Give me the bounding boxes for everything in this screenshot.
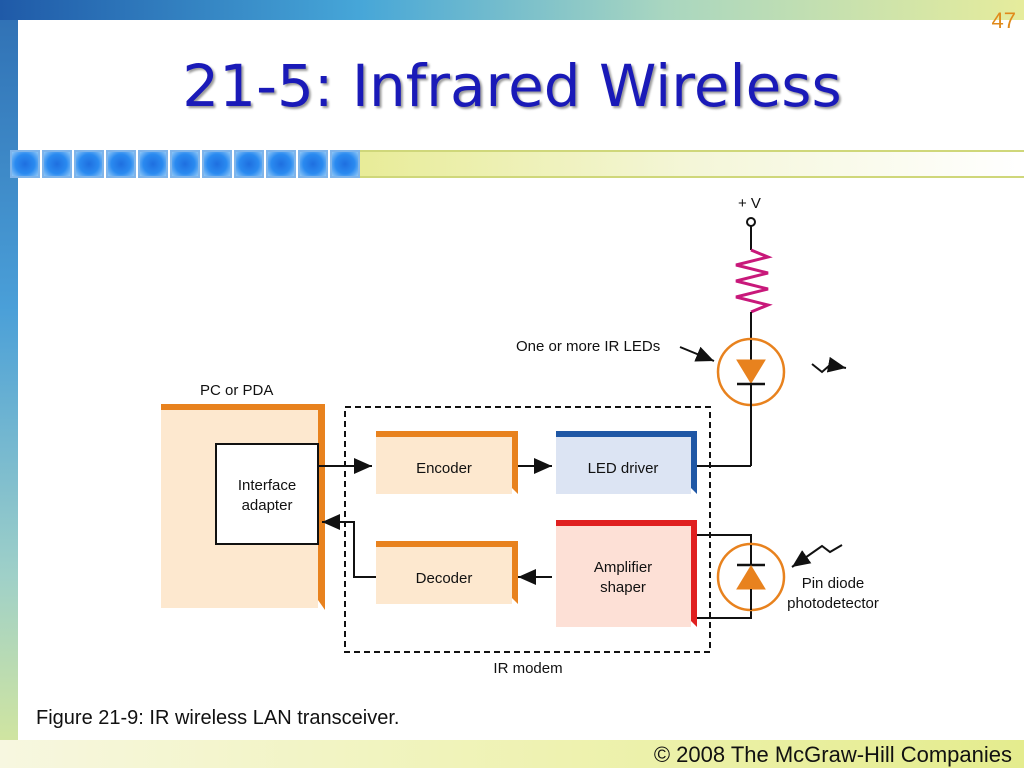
decoder-label: Decoder — [416, 570, 473, 587]
figure-caption: Figure 21-9: IR wireless LAN transceiver… — [36, 707, 400, 729]
decoder-box — [376, 547, 512, 604]
interface-label-1: Interface — [238, 477, 296, 494]
interface-adapter-box — [215, 443, 319, 545]
slide-title: 21-5: Infrared Wireless — [182, 52, 842, 120]
led-driver-box — [556, 437, 691, 494]
title-rule — [360, 150, 1024, 178]
led-driver-label: LED driver — [588, 460, 659, 477]
copyright-text: © 2008 The McGraw-Hill Companies — [653, 742, 1012, 767]
ir-emission-arrow — [811, 356, 847, 374]
supply-terminal — [746, 217, 756, 227]
pc-label: PC or PDA — [200, 382, 273, 399]
slide-number: 47 — [991, 8, 1016, 33]
ir-modem-box — [344, 406, 711, 653]
photodetector-label-2: photodetector — [787, 595, 879, 612]
decorative-squares — [10, 150, 362, 178]
top-decor-bar — [0, 0, 1024, 20]
modem-label: IR modem — [493, 660, 562, 677]
bottom-decor-bar — [0, 740, 1024, 768]
interface-label-2: adapter — [242, 497, 293, 514]
ir-reception-arrow — [791, 544, 843, 568]
amplifier-box — [556, 526, 691, 627]
supply-label: + V — [738, 195, 761, 212]
leds-label: One or more IR LEDs — [516, 338, 660, 355]
left-decor-bar — [0, 0, 18, 768]
amplifier-label-2: shaper — [600, 579, 646, 596]
amplifier-label-1: Amplifier — [594, 559, 652, 576]
encoder-box — [376, 437, 512, 494]
resistor — [735, 248, 773, 314]
photodetector-label-1: Pin diode — [802, 575, 865, 592]
encoder-label: Encoder — [416, 460, 472, 477]
